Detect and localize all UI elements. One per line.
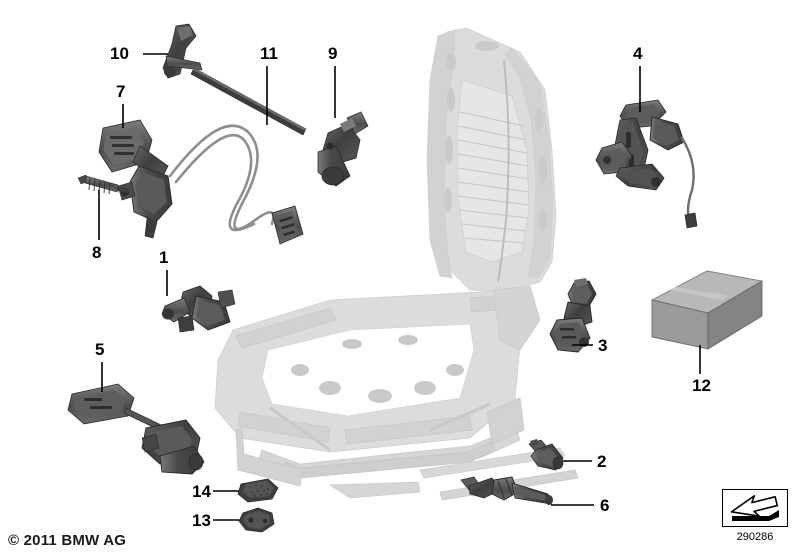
- callout-number-9[interactable]: 9: [328, 44, 338, 63]
- part-13-round-cover-cap: [238, 507, 275, 533]
- callout-number-7[interactable]: 7: [116, 82, 126, 101]
- callout-number-3[interactable]: 3: [598, 336, 608, 355]
- orientation-arrow-box: [722, 489, 788, 527]
- callout-number-6[interactable]: 6: [600, 496, 610, 515]
- copyright-notice: © 2011 BMW AG: [8, 532, 127, 549]
- callout-number-1[interactable]: 1: [159, 248, 169, 267]
- part-3-backrest-drive-motor: [549, 278, 597, 353]
- part-9-backrest-width-motor: [317, 111, 369, 187]
- lumbar-cable-harness: [168, 124, 275, 232]
- callout-leader-lines: [98, 53, 701, 521]
- callout-number-5[interactable]: 5: [95, 340, 105, 359]
- callout-number-2[interactable]: 2: [597, 452, 607, 471]
- part-7-lumbar-support-pump: [98, 119, 173, 239]
- callout-number-11[interactable]: 11: [260, 44, 278, 63]
- part-12-repair-kit-box: [650, 270, 764, 350]
- part-8-spring-tension-element: [77, 174, 129, 195]
- part-6-flexible-drive-shaft: [460, 476, 553, 505]
- part-11-torsion-rod: [190, 67, 307, 136]
- callout-number-14[interactable]: 14: [192, 482, 211, 501]
- ghost-seat-backrest-frame: [426, 27, 557, 293]
- part-4-headrest-adjustment-mechanism: [595, 99, 698, 229]
- part-14-textured-cover-cap: [237, 478, 279, 503]
- part-10-seat-actuator-lever: [162, 23, 203, 79]
- forward-arrow-icon: [730, 495, 779, 521]
- part-5-seat-height-adjustment-assembly: [67, 383, 205, 475]
- callout-number-13[interactable]: 13: [192, 511, 211, 530]
- part-1-seat-adjustment-drive-motor: [161, 285, 236, 333]
- cable-connector-block: [271, 205, 304, 245]
- diagram-number: 290286: [736, 531, 774, 543]
- callout-number-12[interactable]: 12: [692, 376, 711, 395]
- callout-number-10[interactable]: 10: [110, 44, 129, 63]
- ghost-seat-base-frame: [214, 285, 579, 501]
- part-2-small-cylindrical-motor: [528, 439, 564, 471]
- callout-number-4[interactable]: 4: [633, 44, 643, 63]
- callout-number-8[interactable]: 8: [92, 243, 102, 262]
